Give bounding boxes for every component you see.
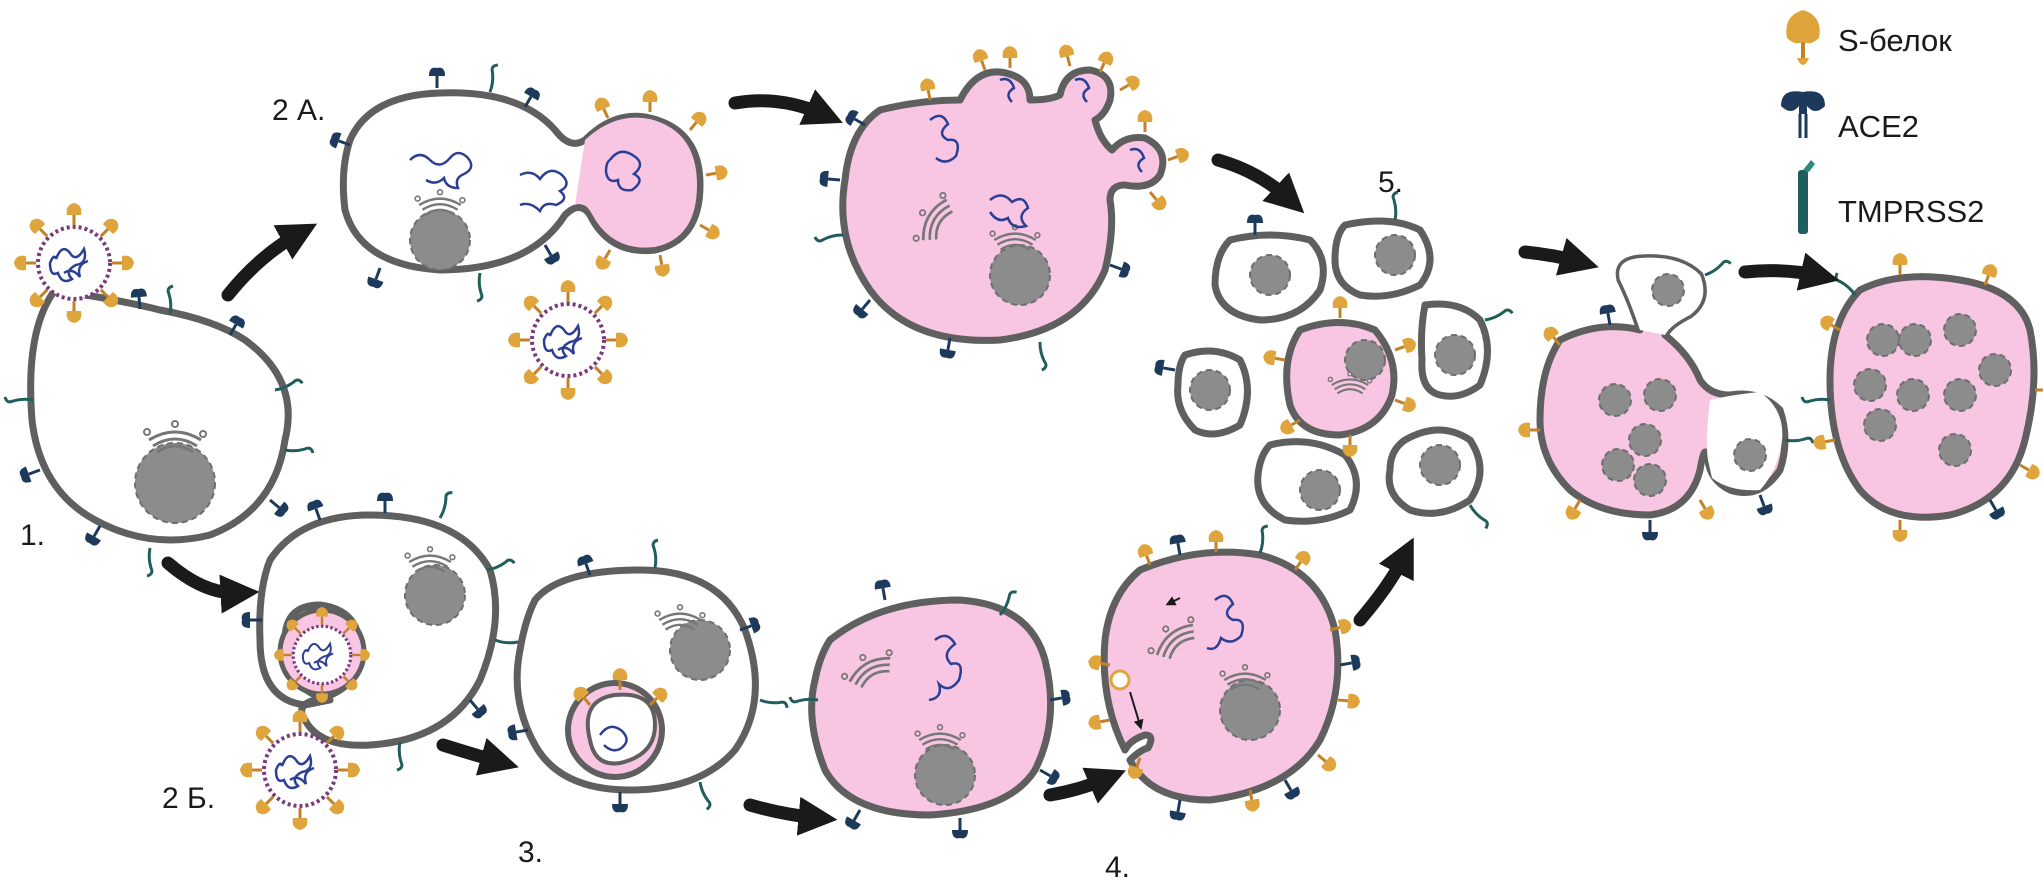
step-label-4: 4. <box>1105 851 1130 882</box>
legend-label-ace2: ACE2 <box>1838 109 1919 144</box>
cell-step-1 <box>3 284 315 578</box>
ace2-icon <box>1781 91 1825 138</box>
legend-label-tmprss2: TMPRSS2 <box>1838 194 1984 229</box>
virion <box>14 203 134 323</box>
cell-step-2b <box>240 489 525 772</box>
virion <box>508 280 628 400</box>
step-label-1: 1. <box>20 519 45 552</box>
step-label-2b: 2 Б. <box>162 782 215 815</box>
cell-cluster-step-5 <box>1152 190 1514 530</box>
s-protein-icon <box>1786 10 1820 65</box>
virion <box>240 710 360 830</box>
legend: S-белок ACE2 TMPRSS2 <box>1781 10 1984 234</box>
step-label-5: 5. <box>1378 166 1403 199</box>
cell-budding <box>813 41 1193 372</box>
syncytium-mature <box>1800 251 2043 544</box>
cell-step-4 <box>1085 523 1363 823</box>
legend-label-s-protein: S-белок <box>1838 23 1952 58</box>
process-arrows <box>161 89 1840 836</box>
step-label-2a: 2 А. <box>272 94 325 127</box>
syncytium-forming <box>1516 254 1815 542</box>
step-label-3: 3. <box>518 836 543 869</box>
cell-infected-replication <box>788 577 1073 840</box>
cell-step-2a <box>326 62 731 303</box>
tmprss2-icon <box>1798 160 1815 234</box>
cell-step-3 <box>505 538 790 814</box>
